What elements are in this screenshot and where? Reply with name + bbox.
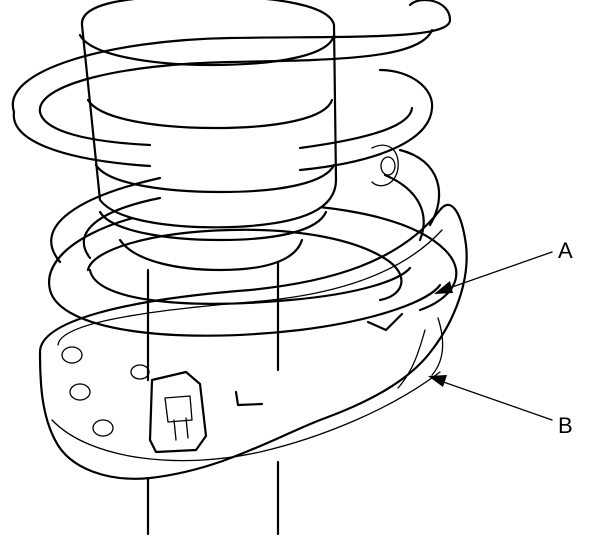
callout-a-arrowhead (434, 281, 453, 294)
callout-b-arrowhead (428, 375, 447, 387)
callout-a-label: A (558, 238, 573, 263)
seat-hole (69, 383, 91, 401)
seat-hole (92, 419, 114, 437)
locating-tab (148, 370, 208, 454)
callout-a: A (434, 238, 573, 294)
callout-b-label: B (558, 413, 573, 438)
strut-shaft (146, 460, 280, 536)
seat-hole (61, 346, 83, 364)
coil-spring (11, 0, 458, 382)
damper-bellows (78, 0, 338, 382)
alignment-marks (234, 312, 404, 407)
callout-b: B (428, 375, 573, 438)
